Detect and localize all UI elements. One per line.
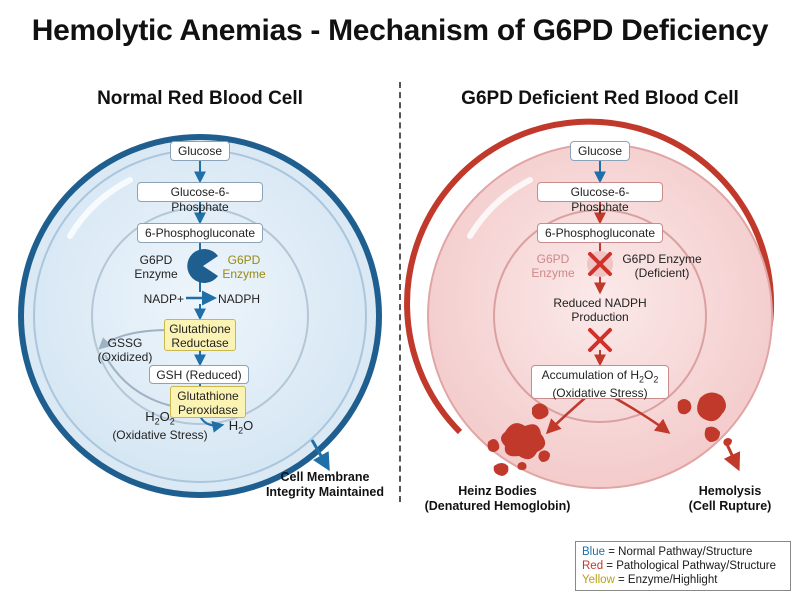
block-x-icon <box>588 252 612 276</box>
membrane-integrity-label: Cell Membrane Integrity Maintained <box>265 470 385 499</box>
g6pd-enzyme-label-left: G6PD Enzyme <box>134 253 178 281</box>
h2o2-accumulation-box: Accumulation of H2O2 (Oxidative Stress) <box>531 365 669 401</box>
nadph-label: NADPH <box>218 292 261 306</box>
h2o-label: H2O <box>228 418 254 436</box>
deficient-panel-heading: G6PD Deficient Red Blood Cell <box>461 88 739 109</box>
deficient-glucose-6-phosphate-box: Glucose-6-Phosphate <box>537 182 663 214</box>
h2o2-normal-stress-label: (Oxidative Stress) <box>112 427 208 442</box>
glucose-6-phosphate-box: Glucose-6-Phosphate <box>137 182 263 214</box>
glutathione-peroxidase-box: Glutathione Peroxidase <box>170 386 246 418</box>
legend: Blue = Normal Pathway/Structure Red = Pa… <box>575 541 791 591</box>
normal-pathway-arrows <box>186 160 330 472</box>
diagram-title: Hemolytic Anemias - Mechanism of G6PD De… <box>31 14 769 47</box>
heinz-bodies-label: Heinz Bodies (Denatured Hemoglobin) <box>424 484 571 513</box>
deficient-pathway-arrows <box>545 160 741 472</box>
deficient-glucose-box: Glucose <box>570 141 630 161</box>
glucose-box: Glucose <box>170 141 230 161</box>
legend-red-key: Red <box>582 560 604 572</box>
g6pd-enzyme-label-right: G6PD Enzyme <box>222 253 266 281</box>
g6pd-enzyme-icon <box>187 248 218 283</box>
panel-divider <box>399 82 401 502</box>
cell-rupture-icon <box>677 392 732 446</box>
gsh-reduced-box: GSH (Reduced) <box>149 365 249 384</box>
legend-yellow-key: Yellow <box>582 574 615 586</box>
legend-blue-text: = Normal Pathway/Structure <box>605 546 753 558</box>
6-phosphogluconate-box: 6-Phosphogluconate <box>137 223 263 243</box>
legend-yellow-text: = Enzyme/Highlight <box>614 574 718 586</box>
gssg-label: GSSG (Oxidized) <box>97 336 153 364</box>
legend-blue-entry: Blue = Normal Pathway/Structure <box>582 545 784 559</box>
heinz-bodies-icon <box>487 403 550 476</box>
deficient-6-phosphogluconate-box: 6-Phosphogluconate <box>537 223 663 243</box>
hemolysis-label: Hemolysis (Cell Rupture) <box>688 484 772 513</box>
glutathione-reductase-box: Glutathione Reductase <box>164 319 236 351</box>
h2o2-normal-label: H2O2 (Oxidative Stress) <box>112 409 208 442</box>
normal-panel-heading: Normal Red Blood Cell <box>97 88 303 109</box>
accumulation-stress-label: (Oxidative Stress) <box>552 386 648 401</box>
block-x-icon-2 <box>588 328 612 352</box>
reduced-nadph-label: Reduced NADPH Production <box>553 296 647 324</box>
legend-red-entry: Red = Pathological Pathway/Structure <box>582 559 784 573</box>
legend-blue-key: Blue <box>582 546 606 558</box>
faded-g6pd-enzyme-label: G6PD Enzyme <box>531 252 575 280</box>
g6pd-deficient-label: G6PD Enzyme (Deficient) <box>622 252 702 280</box>
legend-yellow-entry: Yellow = Enzyme/Highlight <box>582 573 784 587</box>
nadp-label: NADP+ <box>143 292 184 306</box>
legend-red-text: = Pathological Pathway/Structure <box>603 560 777 572</box>
